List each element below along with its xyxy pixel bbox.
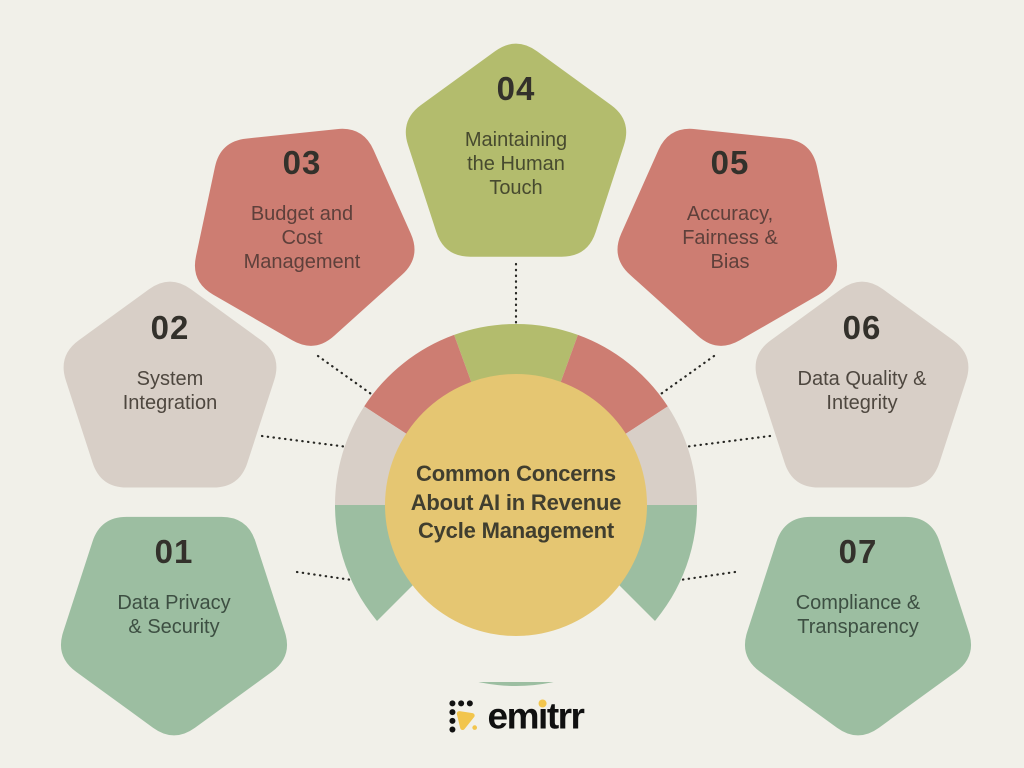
pentagon-02 bbox=[63, 281, 277, 488]
pentagon-03-label: Budget and Cost Management bbox=[243, 203, 361, 273]
pentagon-01-number: 01 bbox=[154, 533, 194, 570]
connector-01 bbox=[295, 570, 354, 582]
center-circle bbox=[385, 374, 647, 636]
pentagon-03-number: 03 bbox=[282, 144, 322, 181]
connector-06 bbox=[682, 434, 772, 449]
pentagon-04-number: 04 bbox=[496, 70, 536, 107]
brand-name-part: i bbox=[538, 695, 548, 737]
pentagon-06-text: 06 Data Quality & Integrity bbox=[722, 309, 1002, 415]
pentagon-06-label: Data Quality & Integrity bbox=[797, 368, 927, 414]
center-title: Common Concerns About AI in Revenue Cycl… bbox=[410, 461, 622, 544]
pentagon-05 bbox=[617, 128, 838, 346]
pentagon-07-number: 07 bbox=[838, 533, 878, 570]
pentagon-01-text: 01 Data Privacy & Security bbox=[34, 533, 314, 639]
pentagon-03 bbox=[194, 128, 415, 346]
pentagon-04 bbox=[405, 43, 627, 257]
pentagon-07-label: Compliance & Transparency bbox=[795, 592, 921, 638]
pentagon-01-label: Data Privacy & Security bbox=[117, 592, 231, 638]
pentagon-06 bbox=[755, 281, 969, 488]
pentagon-02-label: System Integration bbox=[122, 368, 218, 414]
pentagon-02-text: 02 System Integration bbox=[30, 309, 310, 415]
pentagon-05-number: 05 bbox=[710, 144, 750, 181]
pentagon-06-number: 06 bbox=[842, 309, 882, 346]
logo-i-dot bbox=[538, 699, 547, 708]
logo-arrow bbox=[456, 711, 475, 731]
brand-name-part: trr bbox=[546, 695, 585, 737]
pentagon-02-number: 02 bbox=[150, 309, 190, 346]
pentagon-07 bbox=[744, 516, 972, 736]
connector-07 bbox=[678, 570, 737, 582]
pentagon-05-label: Accuracy, Fairness & Bias bbox=[682, 203, 778, 273]
pentagon-07-text: 07 Compliance & Transparency bbox=[718, 533, 998, 639]
connector-03 bbox=[316, 354, 376, 398]
connector-05 bbox=[656, 354, 716, 398]
emitrr-logo-icon bbox=[449, 700, 478, 733]
pentagon-01 bbox=[60, 516, 288, 736]
pentagon-04-text: 04 Maintaining the Human Touch bbox=[376, 70, 656, 200]
pentagon-04-label: Maintaining the Human Touch bbox=[464, 129, 568, 199]
logo-accent-dot bbox=[472, 725, 478, 730]
pentagon-05-text: 05 Accuracy, Fairness & Bias bbox=[590, 144, 870, 274]
pentagon-03-text: 03 Budget and Cost Management bbox=[162, 144, 442, 274]
brand-name-part: em bbox=[487, 695, 540, 737]
connector-02 bbox=[260, 434, 350, 449]
